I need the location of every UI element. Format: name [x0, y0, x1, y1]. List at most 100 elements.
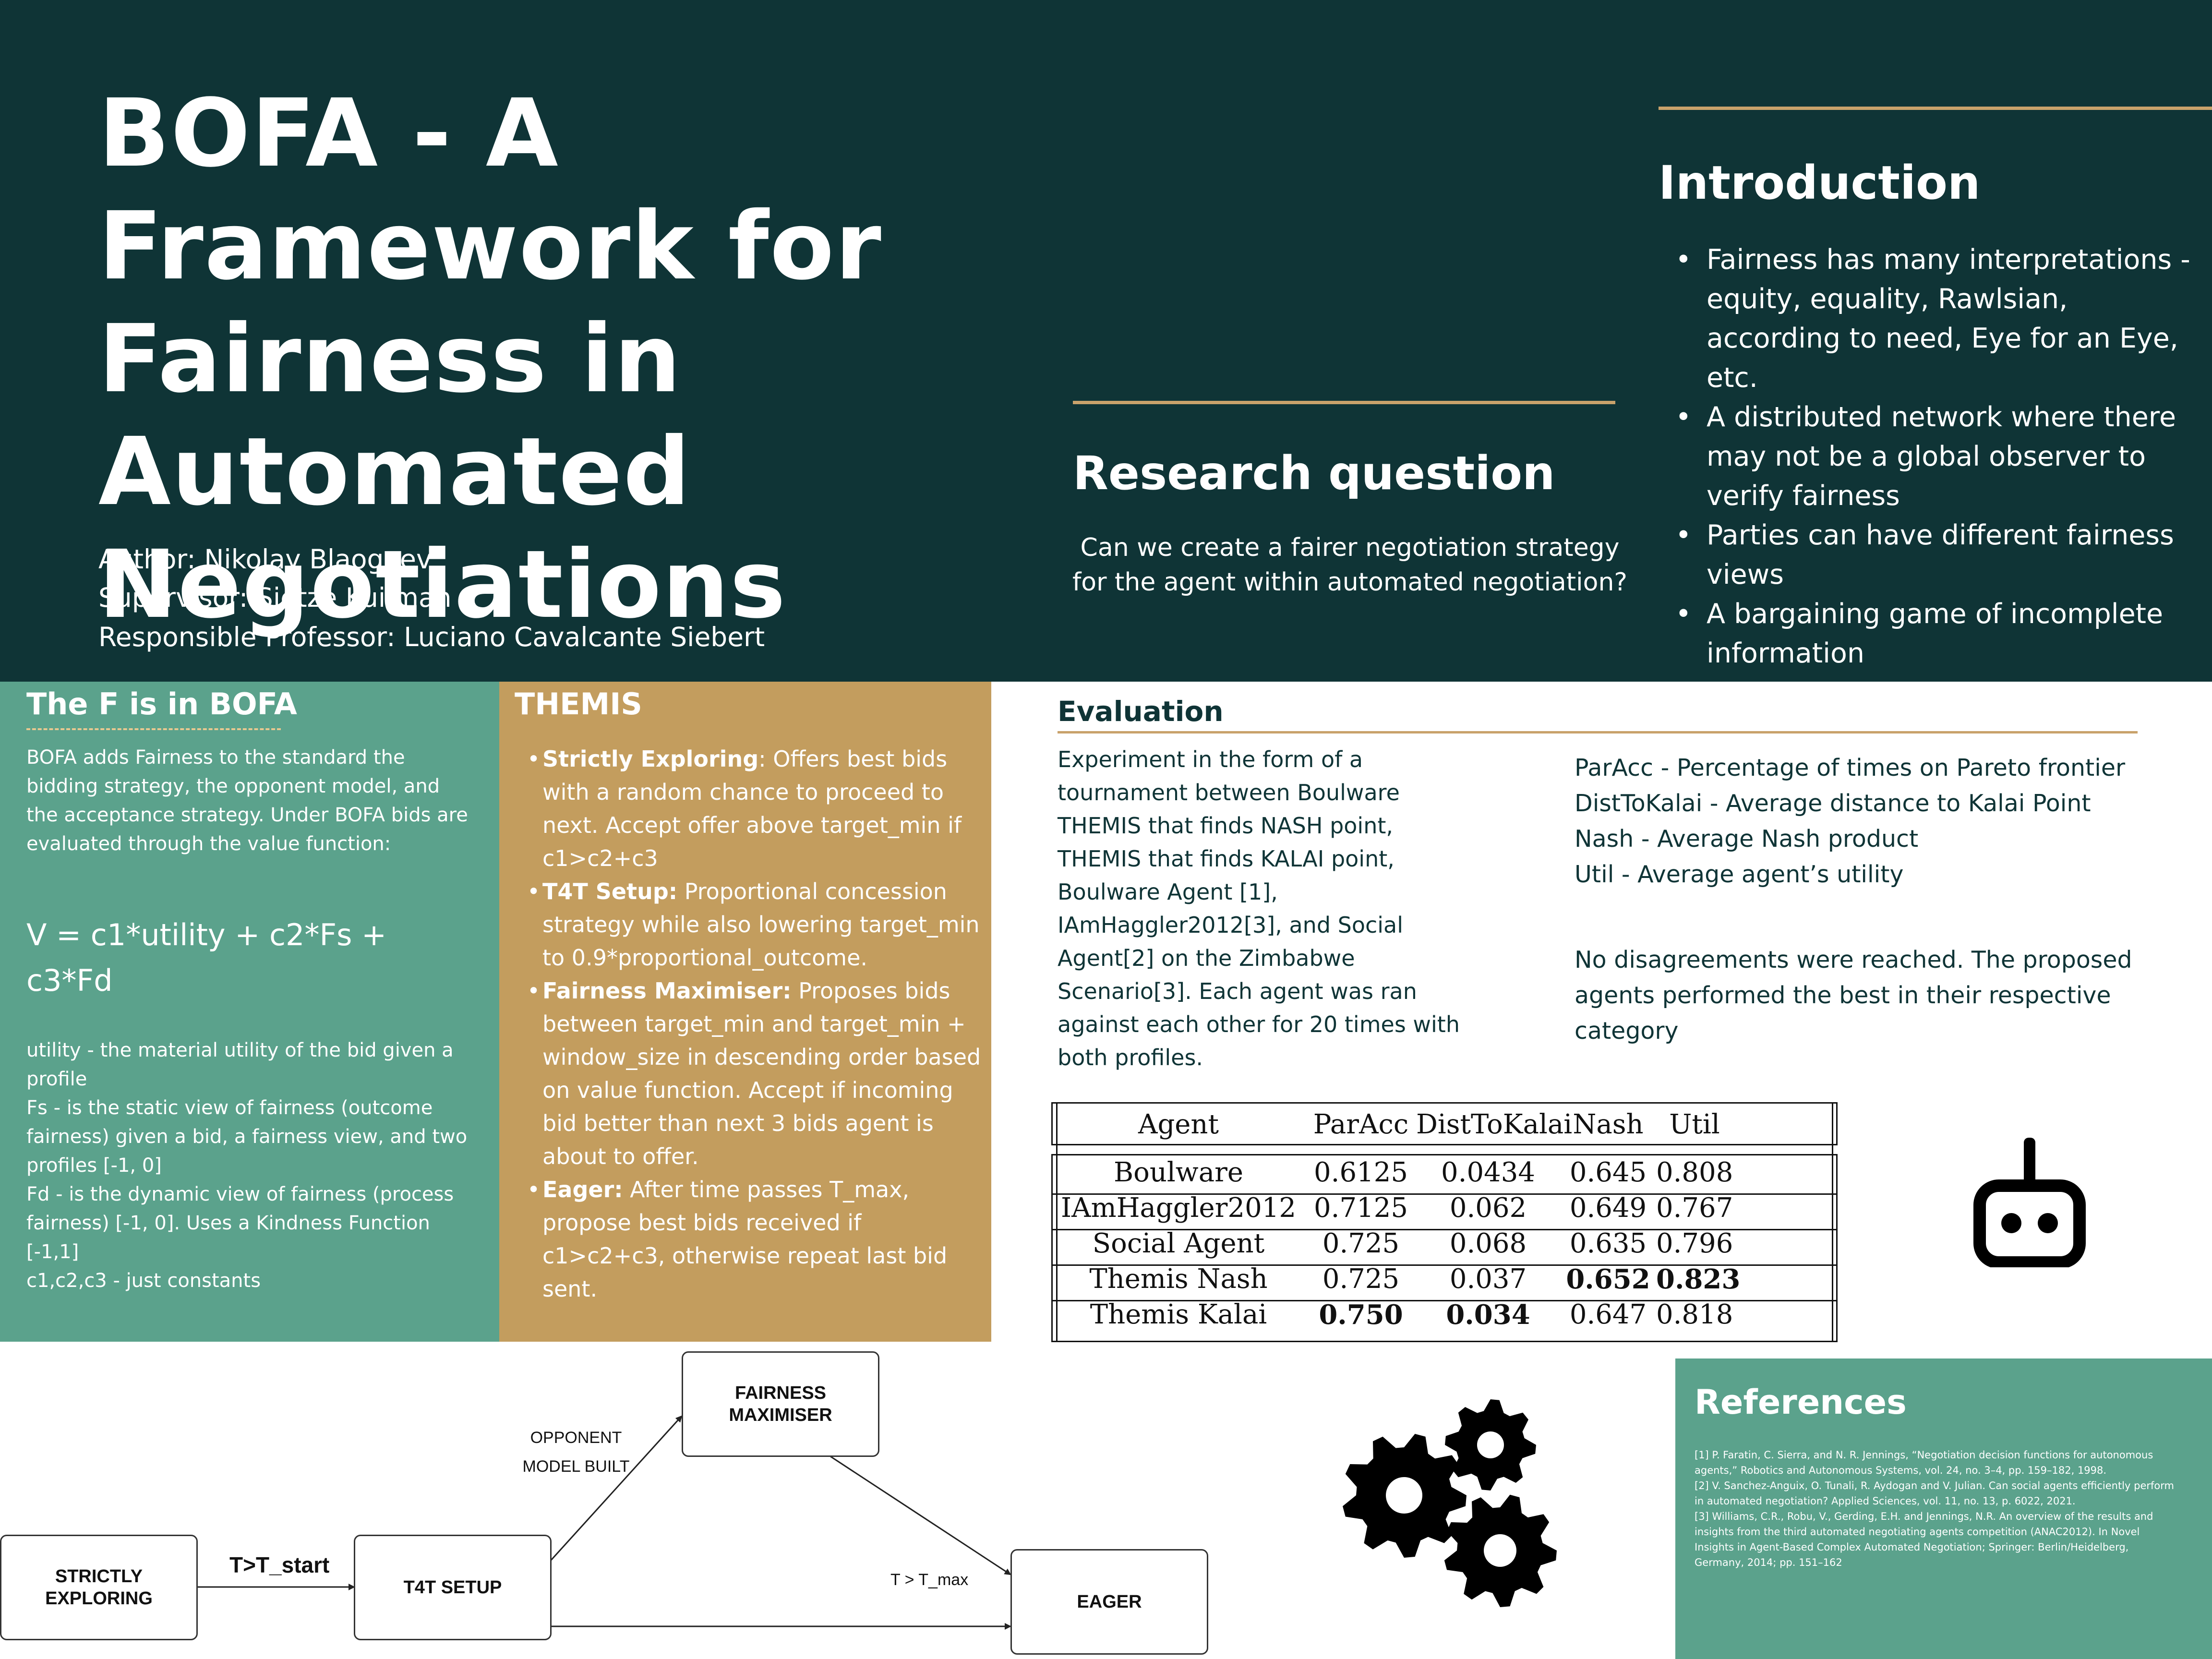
themis-item-sep [623, 1177, 630, 1202]
table-inner-right-line [1832, 1102, 1833, 1342]
research-question-divider [1073, 401, 1615, 404]
state-strictly-exploring: STRICTLY EXPLORING [0, 1535, 198, 1640]
themis-item-text: Proposes bids between target_min and tar… [542, 978, 981, 1169]
state-label: T4T SETUP [403, 1577, 502, 1598]
state-flow-diagram [197, 1415, 1011, 1630]
table-inner-left-line [1056, 1102, 1058, 1342]
themis-item: T4T Setup: Proportional concession strat… [527, 875, 984, 974]
reference-item: [1] P. Faratin, C. Sierra, and N. R. Jen… [1695, 1449, 2153, 1476]
research-question-text: Can we create a fairer negotiation strat… [1072, 533, 1628, 597]
gear-hole [1386, 1477, 1422, 1514]
author-line: Author: Nikolay Blaogoev [98, 544, 432, 575]
themis-item-sep [792, 978, 799, 1004]
metric-definition: ParAcc - Percentage of times on Pareto f… [1575, 754, 2126, 781]
references-list: [1] P. Faratin, C. Sierra, and N. R. Jen… [1695, 1447, 2175, 1570]
references-heading: References [1695, 1382, 1907, 1422]
value-function-formula: V = c1*utility + c2*Fs + c3*Fd [26, 917, 387, 998]
robot-icon [1973, 1138, 2086, 1267]
table-row-divider [1051, 1193, 1838, 1195]
themis-item: Eager: After time passes T_max, propose … [527, 1173, 984, 1306]
table-row-divider [1051, 1264, 1838, 1266]
table-cell: 0.635 [1569, 1228, 1647, 1259]
bofa-definition: Fd - is the dynamic view of fairness (pr… [26, 1183, 454, 1263]
table-cell: Themis Nash [1089, 1263, 1268, 1295]
state-label: EAGER [1077, 1592, 1142, 1612]
table-cell: 0.0434 [1441, 1157, 1535, 1188]
poster-title: BOFA - A Framework for Fairness in Autom… [98, 79, 882, 639]
table-cell: 0.647 [1569, 1299, 1647, 1330]
research-question-heading: Research question [1073, 446, 1555, 500]
bofa-intro: BOFA adds Fairness to the standard the b… [26, 746, 468, 855]
table-cell: 0.649 [1569, 1192, 1647, 1224]
table-cell: 0.823 [1656, 1263, 1741, 1295]
table-cell: 0.652 [1566, 1263, 1650, 1295]
themis-item-name: T4T Setup: [542, 878, 678, 904]
metric-definition: DistToKalai - Average distance to Kalai … [1575, 790, 2091, 817]
gear-hole [1484, 1534, 1516, 1567]
reference-item: [2] V. Sanchez-Anguix, O. Tunali, R. Ayd… [1695, 1480, 2174, 1507]
gears-icon [1343, 1399, 1557, 1607]
table-cell: 0.725 [1322, 1263, 1400, 1295]
edge-label-opponent: OPPONENT MODEL BUILT [522, 1429, 630, 1476]
table-cell: Social Agent [1092, 1228, 1265, 1259]
metric-definitions: ParAcc - Percentage of times on Pareto f… [1575, 750, 2175, 892]
table-cell: 0.645 [1569, 1157, 1647, 1188]
introduction-item: Parties can have different fairness view… [1675, 516, 2208, 594]
themis-item-text: Proportional concession strategy while a… [542, 878, 980, 971]
table-cell: 0.062 [1449, 1192, 1527, 1224]
table-header-frame [1051, 1102, 1838, 1145]
table-cell: Themis Kalai [1090, 1299, 1267, 1330]
themis-item-sep [677, 878, 685, 904]
table-cell: 0.037 [1449, 1263, 1527, 1295]
themis-item-name: Eager: [542, 1177, 623, 1202]
table-cell: 0.808 [1656, 1157, 1733, 1188]
table-cell: 0.6125 [1314, 1157, 1408, 1188]
bofa-definition: utility - the material utility of the bi… [26, 1039, 454, 1090]
bofa-panel [0, 682, 499, 1342]
references-panel [1675, 1358, 2212, 1659]
themis-item: Strictly Exploring: Offers best bids wit… [527, 743, 984, 875]
table-cell: 0.767 [1656, 1192, 1733, 1224]
themis-item-text: After time passes T_max, propose best bi… [542, 1177, 948, 1302]
state-fairness-maximiser: FAIRNESS MAXIMISER [682, 1351, 879, 1457]
evaluation-text: Experiment in the form of a tournament b… [1058, 746, 1460, 1070]
themis-item-name: Fairness Maximiser: [542, 978, 792, 1004]
table-cell: IAmHaggler2012 [1061, 1192, 1296, 1224]
table-header-cell: Util [1669, 1109, 1720, 1140]
table-cell: 0.034 [1446, 1299, 1530, 1331]
bofa-heading-underline [26, 728, 281, 730]
table-cell: 0.818 [1656, 1299, 1733, 1330]
table-body-frame [1051, 1154, 1838, 1342]
table-header-cell: Agent [1138, 1109, 1219, 1140]
evaluation-result: No disagreements were reached. The propo… [1575, 946, 2132, 1045]
table-header-cell: ParAcc [1313, 1109, 1409, 1140]
table-header-cell: Nash [1573, 1109, 1644, 1140]
evaluation-divider [1058, 731, 2138, 733]
bofa-heading: The F is in BOFA [26, 686, 297, 721]
state-label: FAIRNESS MAXIMISER [729, 1383, 832, 1425]
reference-item: [3] Williams, C.R., Robu, V., Gerding, E… [1695, 1511, 2153, 1568]
themis-item-name: Strictly Exploring [542, 746, 759, 772]
edge-label-max: T > T_max [890, 1571, 969, 1589]
table-row-divider [1051, 1229, 1838, 1230]
bofa-definition: c1,c2,c3 - just constants [26, 1270, 261, 1292]
edge-fairness-eager-arrow [830, 1455, 1011, 1575]
state-t4t-setup: T4T SETUP [354, 1535, 552, 1640]
themis-item: Fairness Maximiser: Proposes bids betwee… [527, 974, 984, 1173]
edge-opponent-arrow [550, 1415, 683, 1561]
table-row-divider [1051, 1300, 1838, 1301]
introduction-item: Fairness has many interpretations - equi… [1675, 240, 2208, 397]
table-cell: 0.068 [1449, 1228, 1527, 1259]
metric-definition: Nash - Average Nash product [1575, 825, 1919, 853]
bofa-definition: Fs - is the static view of fairness (out… [26, 1097, 468, 1177]
themis-heading: THEMIS [515, 686, 642, 721]
state-label: STRICTLY EXPLORING [45, 1566, 153, 1609]
state-eager: EAGER [1010, 1549, 1208, 1655]
evaluation-heading: Evaluation [1058, 695, 1224, 728]
introduction-divider [1659, 107, 2212, 110]
table-cell: 0.725 [1322, 1228, 1400, 1259]
themis-item-sep: : [758, 746, 773, 772]
gear-hole [1477, 1431, 1504, 1458]
supervisor-line: Supervisor: Sietze Kuilman [98, 582, 452, 613]
